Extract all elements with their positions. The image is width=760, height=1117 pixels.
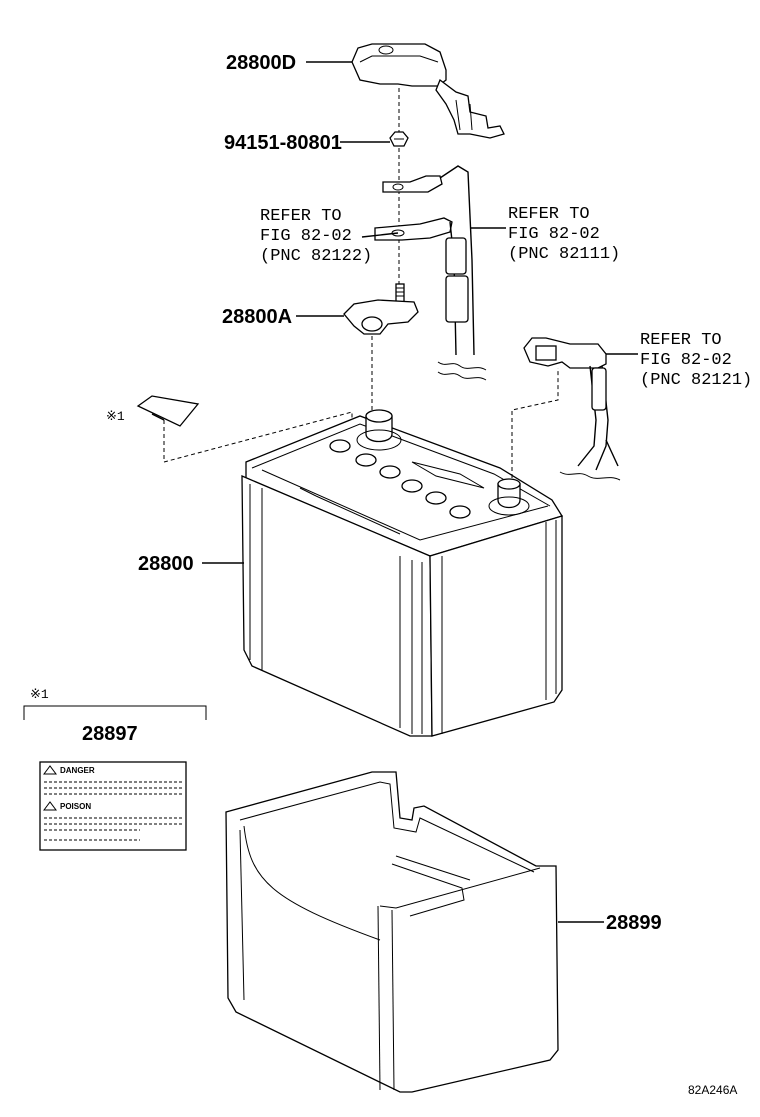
- svg-text:FIG 82-02: FIG 82-02: [508, 225, 600, 244]
- terminal-clamp-drawing: [343, 283, 419, 335]
- svg-text:FIG 82-02: FIG 82-02: [640, 351, 732, 370]
- svg-text:(PNC 82122): (PNC 82122): [260, 247, 372, 266]
- label-danger-text: DANGER: [60, 766, 95, 775]
- part-label-28800D: 28800D: [226, 52, 296, 74]
- warning-label-drawing: [23, 705, 207, 851]
- part-label-94151-80801: 94151-80801: [224, 132, 342, 154]
- nut-drawing: [389, 131, 409, 147]
- svg-text:REFER TO: REFER TO: [508, 205, 590, 224]
- label-poison-text: POISON: [60, 802, 91, 811]
- figure-code: 82A246A: [688, 1083, 737, 1097]
- note-mark-label: ※1: [106, 409, 125, 424]
- part-label-28800: 28800: [138, 553, 194, 575]
- battery-tray-drawing: [225, 771, 559, 1093]
- svg-text:REFER TO: REFER TO: [640, 331, 722, 350]
- part-label-28800A: 28800A: [222, 306, 292, 328]
- svg-text:(PNC 82121): (PNC 82121): [640, 371, 752, 390]
- part-label-28897: 28897: [82, 723, 138, 745]
- svg-text:REFER TO: REFER TO: [260, 207, 342, 226]
- svg-text:FIG 82-02: FIG 82-02: [260, 227, 352, 246]
- positive-cable-drawing: [374, 165, 487, 381]
- reference-note-82122: REFER TO FIG 82-02 (PNC 82122): [260, 207, 372, 266]
- part-label-28899: 28899: [606, 912, 662, 934]
- terminal-cover-drawing: [351, 43, 505, 139]
- svg-text:(PNC 82111): (PNC 82111): [508, 245, 620, 264]
- note-mark-box: ※1: [30, 687, 49, 702]
- negative-cable-drawing: [523, 337, 621, 481]
- reference-note-82111: REFER TO FIG 82-02 (PNC 82111): [508, 205, 620, 264]
- battery-drawing: [241, 409, 564, 737]
- leader-lines: [151, 61, 638, 923]
- reference-note-82121: REFER TO FIG 82-02 (PNC 82121): [640, 331, 752, 390]
